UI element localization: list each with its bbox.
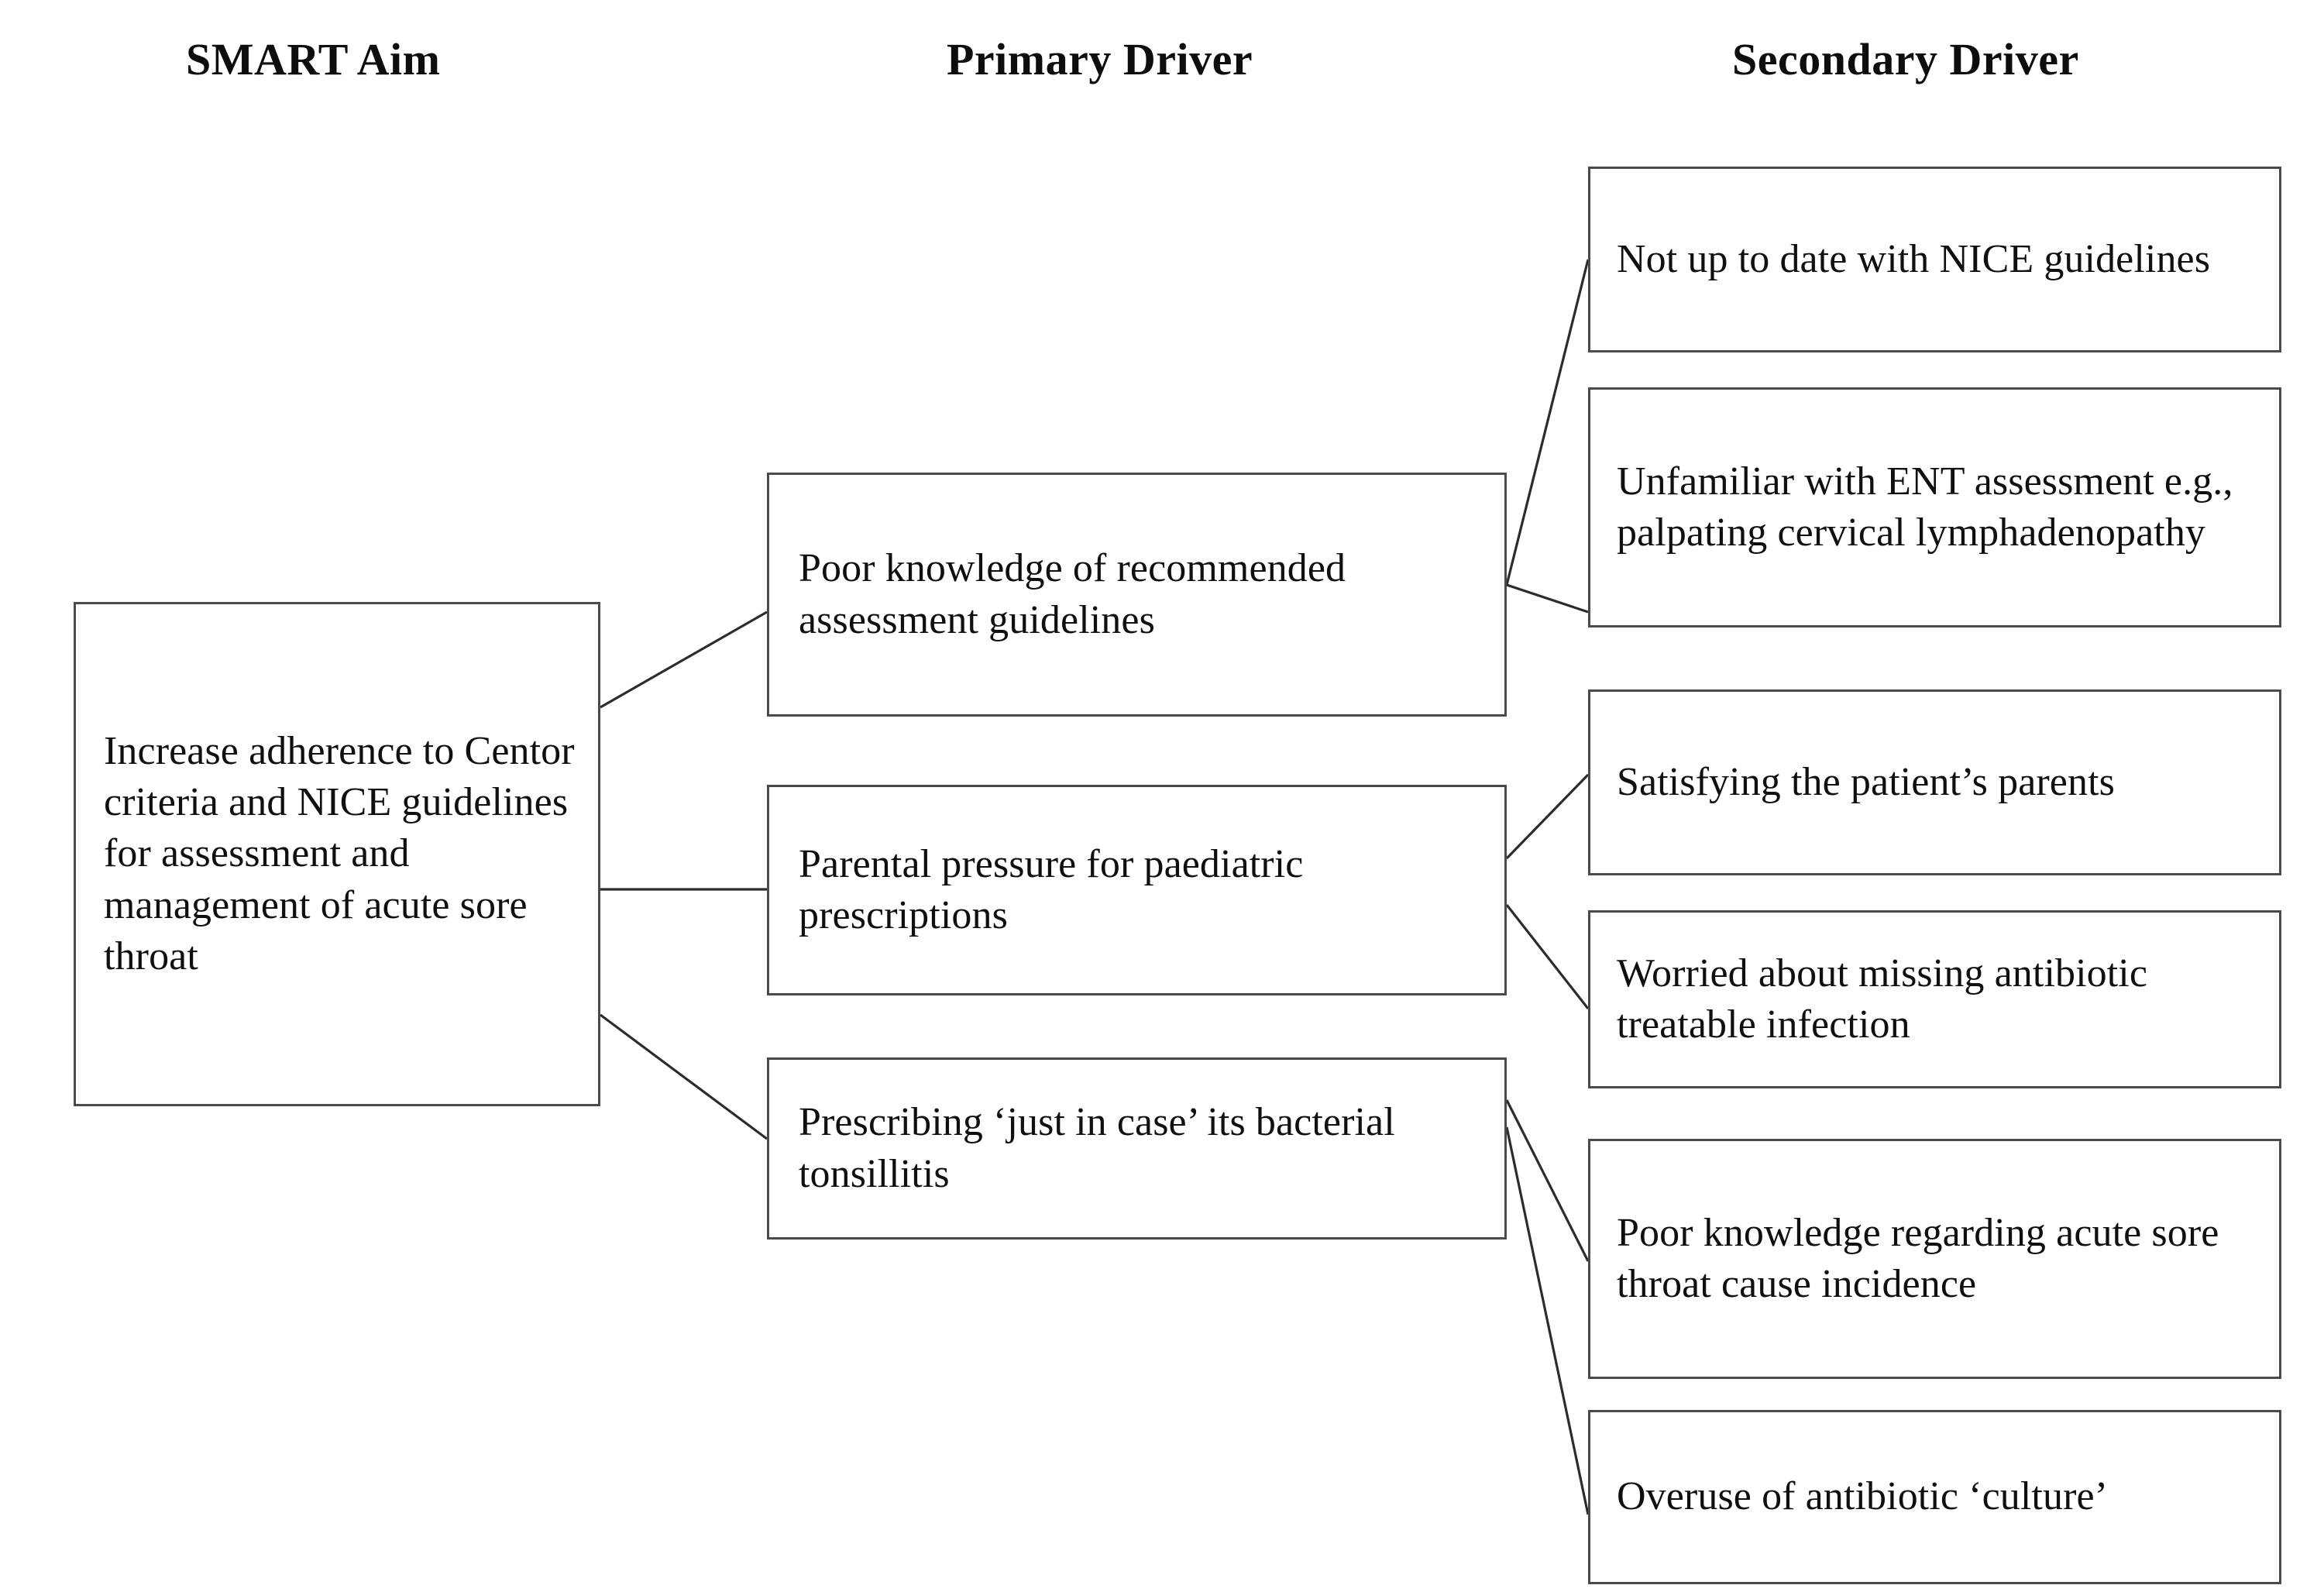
connector-primary-0-to-secondary-1 (1507, 585, 1588, 612)
secondary-driver-box[interactable]: Unfamiliar with ENT assessment e.g., pal… (1588, 387, 2281, 628)
connector-primary-2-to-secondary-5 (1507, 1127, 1588, 1515)
smart-aim-text: Increase adherence to Centor criteria an… (104, 729, 575, 978)
primary-driver-box[interactable]: Parental pressure for paediatric prescri… (767, 785, 1507, 995)
column-header-primary-driver: Primary Driver (947, 34, 1253, 84)
secondary-driver-box[interactable]: Poor knowledge regarding acute sore thro… (1588, 1139, 2281, 1379)
primary-driver-box[interactable]: Poor knowledge of recommended assessment… (767, 473, 1507, 717)
secondary-driver-text: Satisfying the patient’s parents (1617, 759, 2115, 804)
connector-aim-to-primary-2 (600, 1015, 767, 1139)
connector-aim-to-primary-0 (600, 612, 767, 707)
column-header-smart-aim: SMART Aim (186, 34, 441, 84)
secondary-driver-text: Worried about missing antibiotic treatab… (1617, 951, 2148, 1047)
connector-primary-0-to-secondary-0 (1507, 260, 1588, 585)
secondary-driver-box[interactable]: Overuse of antibiotic ‘culture’ (1588, 1410, 2281, 1584)
primary-driver-box[interactable]: Prescribing ‘just in case’ its bacterial… (767, 1057, 1507, 1240)
connector-primary-1-to-secondary-3 (1507, 905, 1588, 1009)
primary-driver-text: Prescribing ‘just in case’ its bacterial… (799, 1100, 1395, 1196)
secondary-driver-box[interactable]: Not up to date with NICE guidelines (1588, 167, 2281, 352)
smart-aim-box[interactable]: Increase adherence to Centor criteria an… (74, 602, 600, 1106)
secondary-driver-text: Poor knowledge regarding acute sore thro… (1617, 1210, 2219, 1306)
secondary-driver-box[interactable]: Satisfying the patient’s parents (1588, 689, 2281, 875)
primary-driver-text: Parental pressure for paediatric prescri… (799, 841, 1304, 937)
secondary-driver-text: Overuse of antibiotic ‘culture’ (1617, 1474, 2109, 1519)
connector-primary-2-to-secondary-4 (1507, 1100, 1588, 1261)
connector-primary-1-to-secondary-2 (1507, 775, 1588, 858)
secondary-driver-text: Not up to date with NICE guidelines (1617, 236, 2211, 281)
secondary-driver-text: Unfamiliar with ENT assessment e.g., pal… (1617, 459, 2233, 555)
secondary-driver-box[interactable]: Worried about missing antibiotic treatab… (1588, 910, 2281, 1088)
primary-driver-text: Poor knowledge of recommended assessment… (799, 546, 1346, 642)
column-header-secondary-driver: Secondary Driver (1732, 34, 2079, 84)
